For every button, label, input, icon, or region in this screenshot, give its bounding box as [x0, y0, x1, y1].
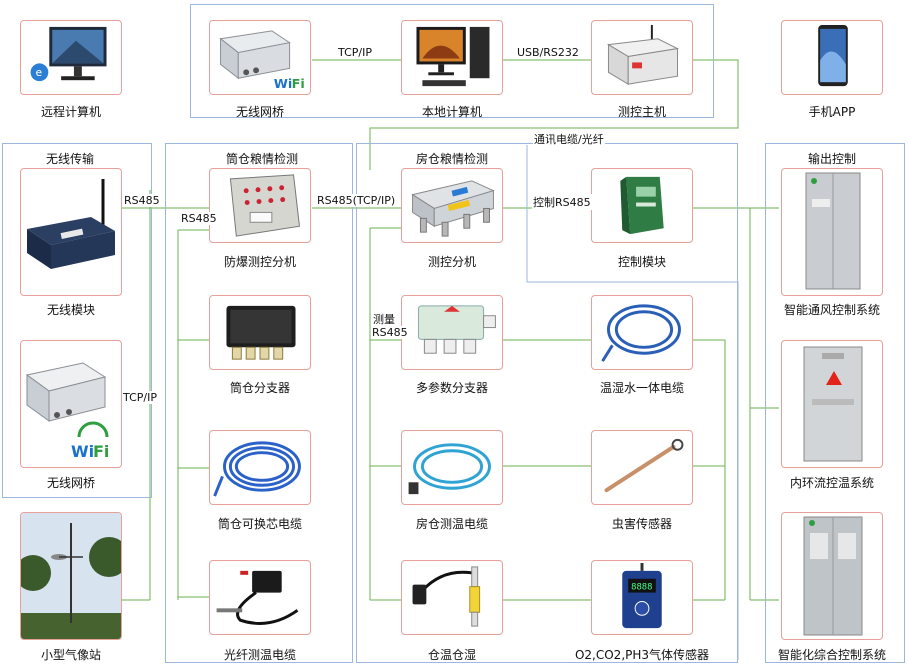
integrated-label: 智能化综合控制系统	[777, 648, 887, 662]
control-host-icon	[606, 24, 680, 86]
silo-cable-label: 筒仓可换芯电缆	[217, 517, 303, 531]
weather-station-node	[20, 512, 122, 640]
svg-text:e: e	[35, 66, 42, 79]
thw-cable-node	[591, 295, 693, 370]
conn-measure-rs485: RS485	[371, 326, 409, 339]
wireless-bridge-left-label: 无线网桥	[46, 476, 96, 490]
multi-branch-label: 多参数分支器	[415, 381, 489, 395]
wireless-bridge-left-node: Wi Fi	[20, 340, 122, 468]
wireless-bridge-top-node: Wi Fi	[209, 20, 311, 95]
group-title-output: 输出控制	[807, 152, 857, 166]
wireless-module-icon	[27, 179, 115, 269]
desktop-computer-icon	[416, 26, 490, 87]
conn-rs485-left: RS485	[123, 194, 161, 207]
mobile-app-node	[781, 20, 883, 95]
gas-sensor-node: 8888	[591, 560, 693, 635]
local-computer-label: 本地计算机	[421, 105, 483, 119]
circulation-label: 内环流控温系统	[789, 476, 875, 490]
explosion-proof-sub-label: 防爆测控分机	[223, 255, 297, 269]
pest-sensor-label: 虫害传感器	[611, 517, 673, 531]
control-cabinet-icon	[805, 172, 861, 290]
control-cabinet-icon	[803, 346, 863, 462]
local-computer-node	[401, 20, 503, 95]
wireless-module-label: 无线模块	[46, 303, 96, 317]
group-title-silo: 筒仓粮情检测	[225, 152, 299, 166]
integrated-node	[781, 512, 883, 640]
pest-probe-icon	[604, 438, 684, 493]
temp-humidity-label: 仓温仓湿	[427, 648, 477, 662]
cable-coil-icon	[601, 304, 681, 362]
svg-text:Wi: Wi	[274, 77, 293, 92]
multi-branch-icon	[417, 305, 496, 354]
fiber-cable-node	[209, 560, 311, 635]
sub-controller-node	[401, 168, 503, 243]
control-cabinet-icon	[803, 516, 863, 636]
conn-usb-rs232: USB/RS232	[516, 46, 580, 59]
cable-coil-icon	[408, 443, 491, 495]
conn-measure: 测量	[372, 311, 396, 327]
group-output-control	[765, 143, 905, 663]
smartphone-icon	[818, 24, 848, 87]
pest-sensor-node	[591, 430, 693, 505]
remote-computer-node: e	[20, 20, 122, 95]
sub-controller-label: 测控分机	[427, 255, 477, 269]
svg-text:Fi: Fi	[93, 442, 109, 461]
ventilation-node	[781, 168, 883, 296]
temp-humidity-node	[401, 560, 503, 635]
warehouse-cable-label: 房仓测温电缆	[415, 517, 489, 531]
conn-comm-cable: 通讯电缆/光纤	[533, 131, 605, 147]
control-host-node	[591, 20, 693, 95]
gas-sensor-label: O2,CO2,PH3气体传感器	[574, 648, 710, 662]
conn-rs485-tcpip: RS485(TCP/IP)	[316, 194, 397, 207]
silo-branch-label: 筒仓分支器	[229, 381, 291, 395]
thw-cable-label: 温湿水一体电缆	[599, 381, 685, 395]
control-module-node	[591, 168, 693, 243]
group-top	[190, 4, 714, 118]
ventilation-label: 智能通风控制系统	[783, 303, 881, 317]
warehouse-cable-node	[401, 430, 503, 505]
branch-box-icon	[226, 305, 296, 360]
conn-tcpip-top: TCP/IP	[337, 46, 373, 59]
explosion-proof-box-icon	[229, 174, 301, 237]
explosion-proof-sub-node	[209, 168, 311, 243]
fiber-cable-label: 光纤测温电缆	[223, 648, 297, 662]
conn-rs485-silo: RS485	[180, 212, 218, 225]
conn-tcpip-left: TCP/IP	[122, 391, 158, 404]
wireless-bridge-top-label: 无线网桥	[235, 105, 285, 119]
wireless-bridge-icon: Wi Fi	[25, 362, 109, 461]
group-title-warehouse: 房仓粮情检测	[415, 152, 489, 166]
control-host-label: 测控主机	[617, 105, 667, 119]
weather-station-icon	[21, 513, 121, 639]
cable-coil-icon	[213, 441, 301, 497]
control-module-icon	[620, 176, 664, 235]
circulation-node	[781, 340, 883, 468]
temp-humidity-probe-icon	[412, 566, 481, 627]
gas-detector-icon: 8888	[622, 562, 662, 629]
group-wireless-transmission	[2, 143, 152, 498]
mobile-app-label: 手机APP	[808, 105, 856, 119]
conn-control-rs485: 控制RS485	[532, 194, 592, 210]
silo-branch-node	[209, 295, 311, 370]
wireless-bridge-icon: Wi Fi	[219, 30, 305, 92]
group-title-wireless: 无线传输	[45, 152, 95, 166]
desktop-computer-icon: e	[30, 26, 107, 82]
svg-text:Fi: Fi	[292, 77, 305, 92]
fiber-sensor-icon	[216, 570, 299, 625]
svg-text:Wi: Wi	[71, 442, 94, 461]
svg-text:8888: 8888	[631, 583, 652, 593]
silo-cable-node	[209, 430, 311, 505]
weather-station-label: 小型气像站	[40, 648, 102, 662]
sub-controller-icon	[411, 180, 495, 237]
remote-computer-label: 远程计算机	[40, 105, 102, 119]
control-module-label: 控制模块	[617, 255, 667, 269]
wireless-module-node	[20, 168, 122, 296]
multi-branch-node	[401, 295, 503, 370]
group-silo-detection	[165, 143, 353, 663]
